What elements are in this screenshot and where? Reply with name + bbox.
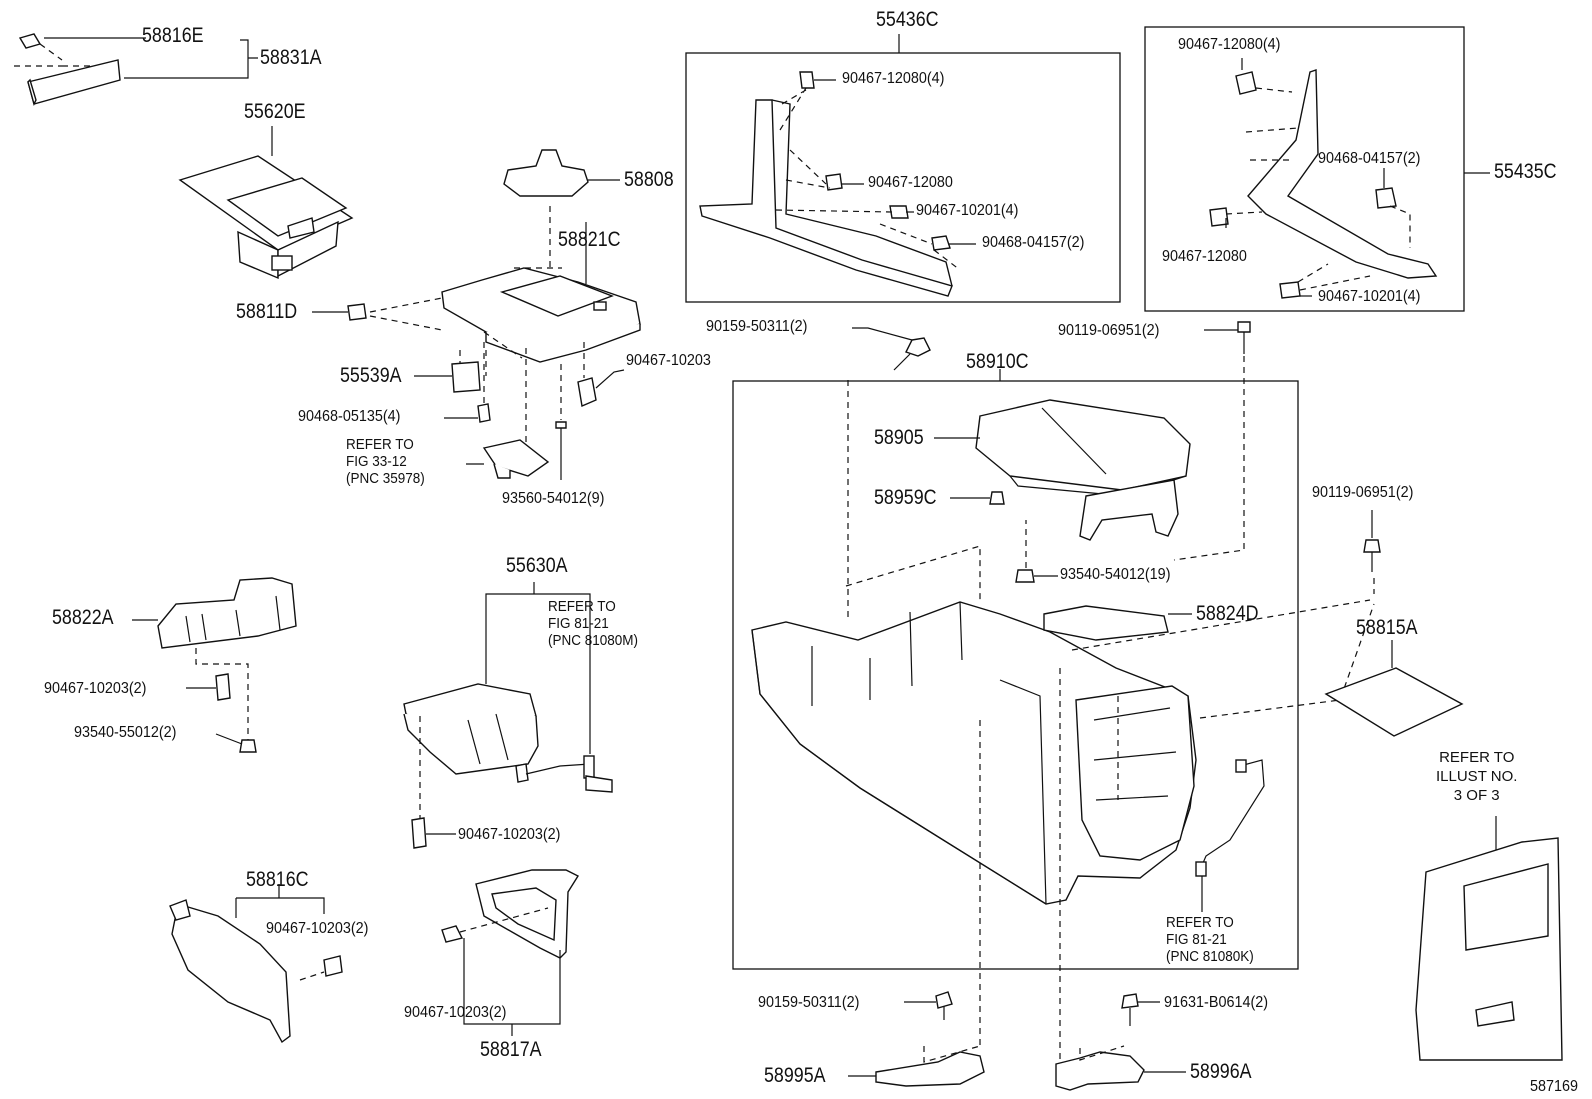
label-58905: 58905 [874,426,924,449]
label-58811D: 58811D [236,300,298,323]
part-90467-10203-left-clip [186,673,231,701]
part-90159-50311-screw-top [847,327,931,620]
part-81080K-wiring [1195,759,1265,912]
note-refer-fig-81-21-m: REFER TO FIG 81-21 (PNC 81080M) [548,598,639,649]
note-refer-fig-81-21-k: REFER TO FIG 81-21 (PNC 81080K) [1166,914,1254,965]
label-91631-B0614: 91631-B0614(2) [1164,994,1269,1011]
part-58822A [132,577,297,740]
part-93540-54012-screw [1015,520,1058,583]
label-93540-55012: 93540-55012(2) [74,724,177,741]
label-58815A: 58815A [1356,616,1418,639]
part-58816C [169,884,343,1044]
label-90119-06951-top: 90119-06951(2) [1058,322,1160,339]
label-90159-50311-bottom: 90159-50311(2) [758,994,860,1011]
part-93540-55012-screw [215,733,257,753]
part-90119-06951-bolt-right [1363,510,1381,572]
part-93560-54012-screw [555,364,567,480]
part-55539A [414,331,523,393]
label-90467-10203-2-left: 90467-10203(2) [44,680,147,697]
part-58811D [312,303,367,321]
part-58817A [441,869,580,1036]
label-58910C: 58910C [966,350,1029,373]
group-box-55436C [685,52,1121,303]
label-90467-12080-4-left: 90467-12080(4) [842,70,945,87]
label-58995A: 58995A [764,1064,826,1087]
note-refer-fig-33-12: REFER TO FIG 33-12 (PNC 35978) [346,436,425,487]
label-90159-50311-top: 90159-50311(2) [706,318,808,335]
label-58822A: 58822A [52,606,114,629]
note-refer-illust-3-of-3: REFER TO ILLUST NO. 3 OF 3 [1436,749,1518,804]
label-58821C: 58821C [558,228,621,251]
part-55630A [403,582,613,820]
label-90467-10203: 90467-10203 [626,352,711,369]
part-illust-3-of-3-panel [1415,816,1563,1061]
part-58821C [369,206,641,363]
label-58816E: 58816E [142,24,204,47]
label-90468-05135: 90468-05135(4) [298,408,401,425]
label-58831A: 58831A [260,46,322,69]
part-58995A [848,991,985,1087]
label-58996A: 58996A [1190,1060,1252,1083]
label-58824D: 58824D [1196,602,1259,625]
part-58808 [503,149,620,197]
label-90467-12080-4-right: 90467-12080(4) [1178,36,1281,53]
label-58808: 58808 [624,168,674,191]
label-93560-54012: 93560-54012(9) [502,490,605,507]
part-58831A [14,33,258,106]
part-58815A-pad [1324,640,1464,737]
part-90468-05135-clip [444,342,491,423]
label-90467-10203-2-lower: 90467-10203(2) [266,920,369,937]
part-90467-10203-center-clip [411,817,456,849]
label-90467-12080-right: 90467-12080 [1162,248,1247,265]
part-58910C-console-box [751,545,1375,1060]
label-90468-04157-2-right: 90468-04157(2) [1318,150,1421,167]
label-55436C: 55436C [876,8,939,31]
label-58816C: 58816C [246,868,309,891]
part-fig-33-12-bracket [466,348,550,479]
label-90467-10201-4-right: 90467-10201(4) [1318,288,1421,305]
label-55630A: 55630A [506,554,568,577]
group-box-58910C [732,380,1299,970]
label-58959C: 58959C [874,486,937,509]
part-58905-armrest [934,399,1191,541]
label-90467-10201-4-left: 90467-10201(4) [916,202,1019,219]
label-55539A: 55539A [340,364,402,387]
label-90467-12080-left: 90467-12080 [868,174,953,191]
illustration-number: 587169 [1530,1078,1579,1095]
label-90467-10203-2-bottom: 90467-10203(2) [404,1004,507,1021]
group-box-55435C [1144,26,1465,312]
label-55435C: 55435C [1494,160,1557,183]
label-58817A: 58817A [480,1038,542,1061]
label-55620E: 55620E [244,100,306,123]
label-90468-04157-2-left: 90468-04157(2) [982,234,1085,251]
part-58959C-screw [950,491,1005,505]
label-90119-06951-right: 90119-06951(2) [1312,484,1414,501]
part-58996A [1055,993,1186,1091]
part-55435C [1209,58,1438,299]
label-90467-10203-2-center: 90467-10203(2) [458,826,561,843]
part-55436C [699,71,976,297]
part-90119-06951-bolt-top [1173,321,1251,561]
label-93540-54012: 93540-54012(19) [1060,566,1171,583]
part-90467-10203-bracket-clip [577,342,625,407]
part-55620E [178,126,354,280]
